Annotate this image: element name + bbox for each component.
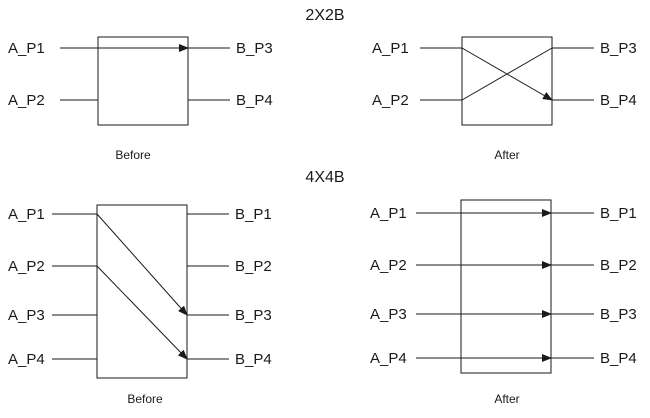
diagram-2x2b-before: A_P1 A_P2 B_P3 B_P4 Before — [8, 36, 273, 162]
connection-arrow — [96, 213, 188, 316]
port-label-output: B_P3 — [600, 306, 637, 323]
port-label-input: A_P2 — [8, 92, 45, 109]
switch-box — [97, 36, 189, 126]
port-label-output: B_P3 — [235, 307, 272, 324]
switch-box — [96, 204, 188, 379]
caption-before: Before — [115, 148, 151, 162]
port-label-input: A_P4 — [370, 350, 407, 367]
port-label-output: B_P3 — [236, 40, 273, 57]
port-label-input: A_P4 — [8, 351, 45, 368]
port-label-output: B_P4 — [600, 350, 637, 367]
port-label-input: A_P1 — [370, 205, 407, 222]
switch-box — [460, 199, 552, 374]
port-label-input: A_P2 — [8, 258, 45, 275]
port-label-output: B_P2 — [235, 258, 272, 275]
port-label-output: B_P4 — [600, 92, 637, 109]
caption-after: After — [494, 392, 519, 406]
port-label-input: A_P1 — [8, 206, 45, 223]
caption-before: Before — [127, 392, 163, 406]
port-label-output: B_P2 — [600, 257, 637, 274]
diagram-2x2b-after: A_P1 A_P2 B_P3 B_P4 After — [372, 36, 637, 162]
port-label-input: A_P3 — [370, 306, 407, 323]
port-label-output: B_P4 — [235, 351, 272, 368]
port-label-input: A_P1 — [8, 40, 45, 57]
port-label-output: B_P1 — [235, 206, 272, 223]
port-label-input: A_P2 — [372, 92, 409, 109]
port-label-output: B_P1 — [600, 205, 637, 222]
caption-after: After — [494, 148, 519, 162]
connection-arrow — [96, 265, 188, 360]
port-label-input: A_P3 — [8, 307, 45, 324]
section-title-2x2b: 2X2B — [305, 7, 344, 24]
diagram-4x4b-before: A_P1 A_P2 A_P3 A_P4 B_P1 B_P2 B_P3 B_P4 … — [8, 204, 272, 406]
section-title-4x4b: 4X4B — [305, 169, 344, 186]
switch-box — [461, 36, 553, 126]
port-label-input: A_P2 — [370, 257, 407, 274]
diagram-4x4b-after: A_P1 A_P2 A_P3 A_P4 B_P1 B_P2 B_P3 B_P4 … — [370, 199, 637, 406]
connection-line — [461, 47, 553, 101]
port-label-output: B_P4 — [236, 92, 273, 109]
port-label-input: A_P1 — [372, 40, 409, 57]
port-label-output: B_P3 — [600, 40, 637, 57]
